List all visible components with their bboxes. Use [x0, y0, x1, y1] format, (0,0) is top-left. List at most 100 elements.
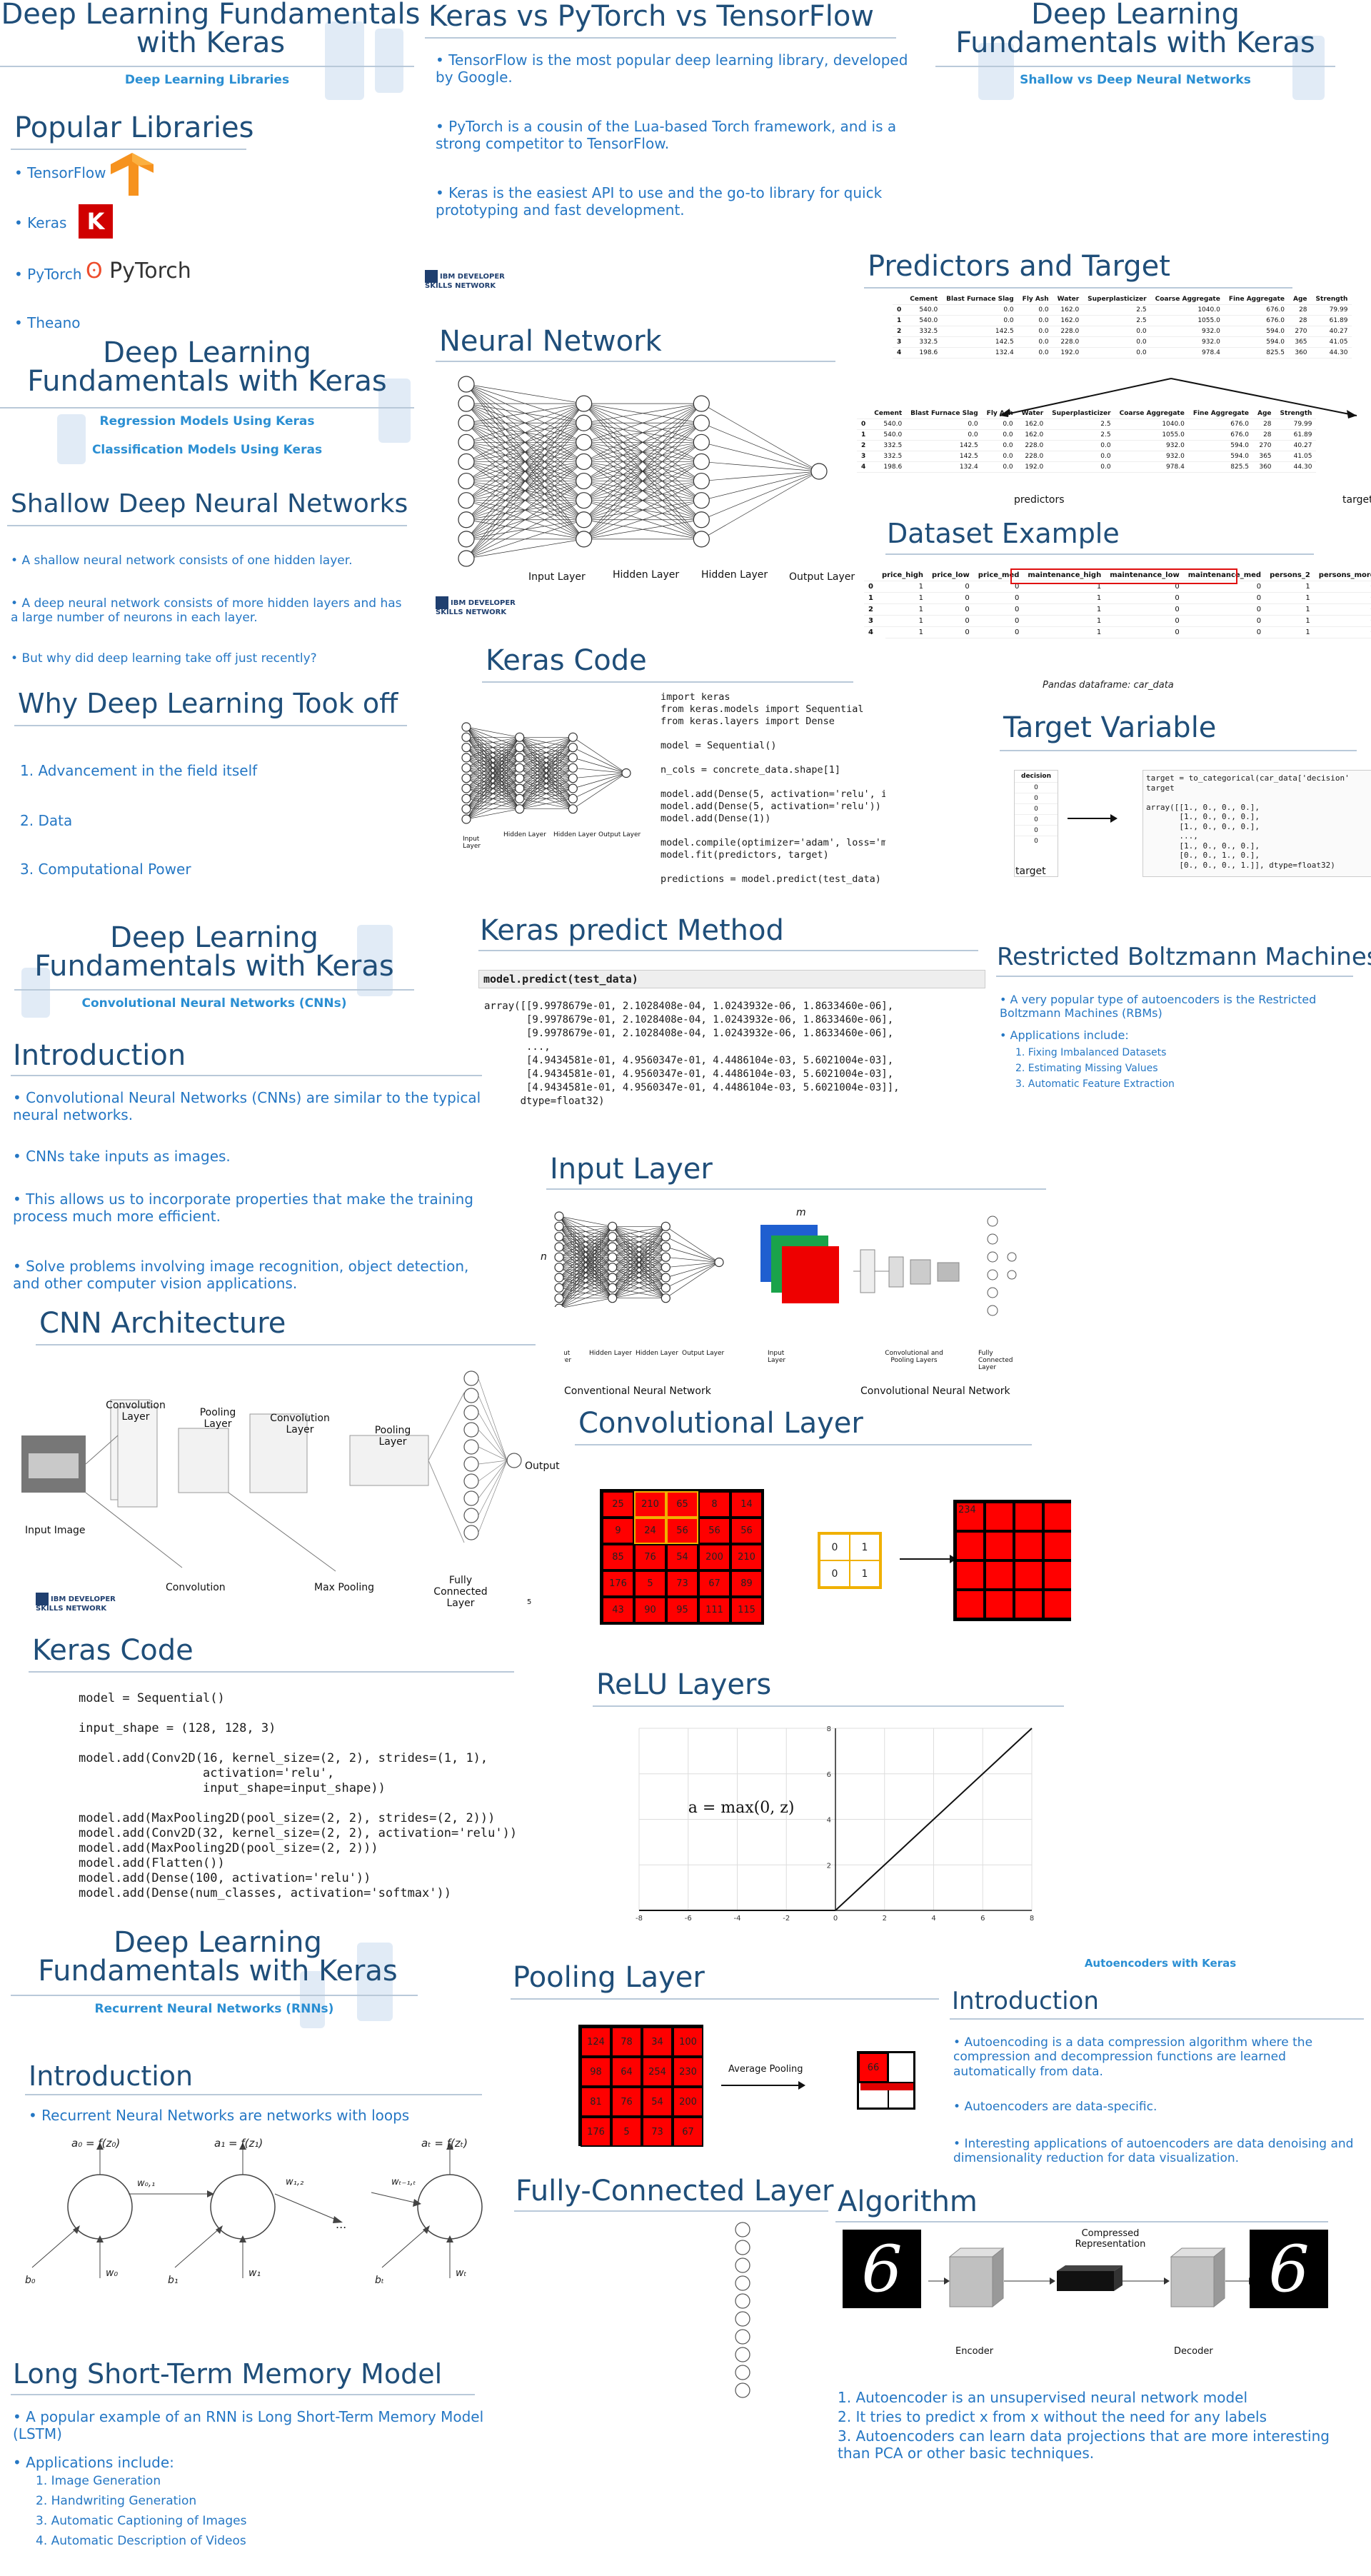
nn-edge [583, 442, 702, 540]
table-cell: 0.0 [906, 429, 983, 441]
output-cell [1014, 1531, 1043, 1560]
nn-node [693, 531, 710, 548]
rnn-diagram [31, 2143, 483, 2278]
keras-logo-icon: K [79, 204, 113, 239]
slide-cnn-title: Deep Learning Fundamentals with Keras Co… [0, 896, 428, 1025]
table-cell: 540.0 [870, 419, 907, 430]
nn-node [661, 1273, 671, 1283]
nn-edge [666, 1262, 720, 1298]
grid-cell: 200 [698, 1544, 730, 1570]
arch-label-pool-2: Pooling Layer [374, 1425, 411, 1448]
grid-cell: 176 [602, 1570, 634, 1597]
code-line [1146, 793, 1371, 803]
table-header: Water [1017, 409, 1048, 419]
nn-node [568, 732, 578, 742]
nn-node [693, 395, 710, 412]
table-cell: 0.0 [1083, 347, 1151, 359]
nn-node [461, 743, 471, 753]
table-cell: 1 [877, 603, 928, 616]
table-cell: 3 [893, 336, 906, 348]
table-header: persons_more [1314, 570, 1371, 581]
app-3: 3. Automatic Feature Extraction [1015, 1078, 1175, 1090]
lib-pytorch: • PyTorch [14, 266, 82, 283]
nn-edge [573, 767, 627, 773]
output-cell [955, 1531, 985, 1560]
divider [996, 976, 1353, 977]
table-header: Age [1253, 409, 1276, 419]
app-4: 4. Automatic Description of Videos [36, 2534, 246, 2548]
divider [478, 950, 978, 951]
table-cell: 1 [877, 592, 928, 604]
table-cell: 41.05 [1311, 336, 1352, 348]
grid-cell: 81 [581, 2087, 611, 2117]
slide-title: Shallow Deep Neural Networks [11, 489, 408, 518]
nn-edge [583, 422, 702, 540]
grid-cell: 67 [698, 1570, 730, 1597]
bg-decoration [978, 43, 1014, 100]
table-cell: 28 [1289, 304, 1312, 316]
layer-label-hidden-1: Hidden Layer [503, 831, 546, 838]
slide-title: Keras Code [486, 644, 647, 677]
nn-node [693, 453, 710, 471]
code-line: [0., 0., 1., 0.], [1146, 851, 1260, 860]
nn-node [621, 768, 631, 778]
nn-edge [558, 1277, 613, 1309]
nn-node [461, 773, 471, 783]
code-line: model.add(Dense(num_classes, activation=… [79, 1886, 451, 1900]
slide-title: Introduction [952, 1987, 1099, 2015]
nn-edge [466, 403, 584, 481]
table-header [857, 409, 870, 419]
predict-output: array([[9.9978679e-01, 2.1028408e-04, 1.… [484, 1000, 900, 1108]
nn-node [458, 433, 475, 451]
pytorch-logo: ʘ PyTorch [86, 259, 191, 284]
code-line: dtype=float32) [484, 1096, 605, 1107]
bullet-4: • Solve problems involving image recogni… [13, 1258, 469, 1292]
grid-cell: 54 [666, 1544, 698, 1570]
nn-node [661, 1221, 671, 1231]
table-cell: 932.0 [1115, 451, 1189, 462]
kernel-cell: 0 [820, 1534, 850, 1560]
nn-edge [519, 778, 573, 809]
table-cell: 676.0 [1224, 304, 1290, 316]
slide-regression-classification-title: Deep Learning Fundamentals with Keras Re… [0, 336, 421, 471]
slide-title: Predictors and Target [868, 250, 1170, 283]
y-tick-label: 8 [827, 1725, 831, 1733]
bullet-1: • A shallow neural network consists of o… [11, 553, 353, 568]
nn-edge [612, 1277, 666, 1298]
table-cell: 2 [893, 326, 906, 337]
small-label-output: Output Layer [682, 1350, 725, 1357]
table-cell: 162.0 [1017, 429, 1048, 441]
table-cell: 162.0 [1053, 315, 1084, 326]
compressed-label: Compressed Representation [1075, 2228, 1146, 2250]
code-line: model = Sequential() [79, 1691, 225, 1705]
nn-edge [466, 737, 520, 778]
cnn-architecture-diagram [21, 1370, 522, 1572]
nn-node [554, 1293, 564, 1303]
arch-label-conv-2: Convolution Layer [270, 1413, 330, 1435]
nn-edge [466, 757, 520, 820]
rnn-wt-in: wₜ [456, 2267, 467, 2279]
table-cell: 360 [1289, 347, 1312, 359]
fc-node [463, 1388, 479, 1403]
pool-output-cell: 66 [859, 2053, 888, 2082]
code-line: from keras.models import Sequential [661, 703, 864, 715]
output-cell [985, 1502, 1014, 1531]
ibm-logo: IBM DEVELOPER SKILLS NETWORK [425, 270, 525, 290]
lib-tensorflow: • TensorFlow [14, 164, 106, 181]
output-cell [985, 1560, 1014, 1590]
y-tick-label: 2 [827, 1862, 831, 1870]
table-cell: 332.5 [905, 326, 943, 337]
course-title: Deep Learning Fundamentals with Keras [38, 1928, 398, 1988]
code-line [661, 861, 885, 873]
table-cell: 1 [1023, 592, 1106, 604]
nn-edge [573, 773, 627, 779]
right-label-conv: Convolutional and Pooling Layers [885, 1350, 943, 1364]
grid-cell: 73 [666, 1570, 698, 1597]
nn-node [608, 1252, 618, 1262]
table-cell: 2.5 [1048, 419, 1115, 430]
divider [835, 2221, 1328, 2222]
nn-node [608, 1232, 618, 1242]
table-cell: 270 [1253, 440, 1276, 451]
